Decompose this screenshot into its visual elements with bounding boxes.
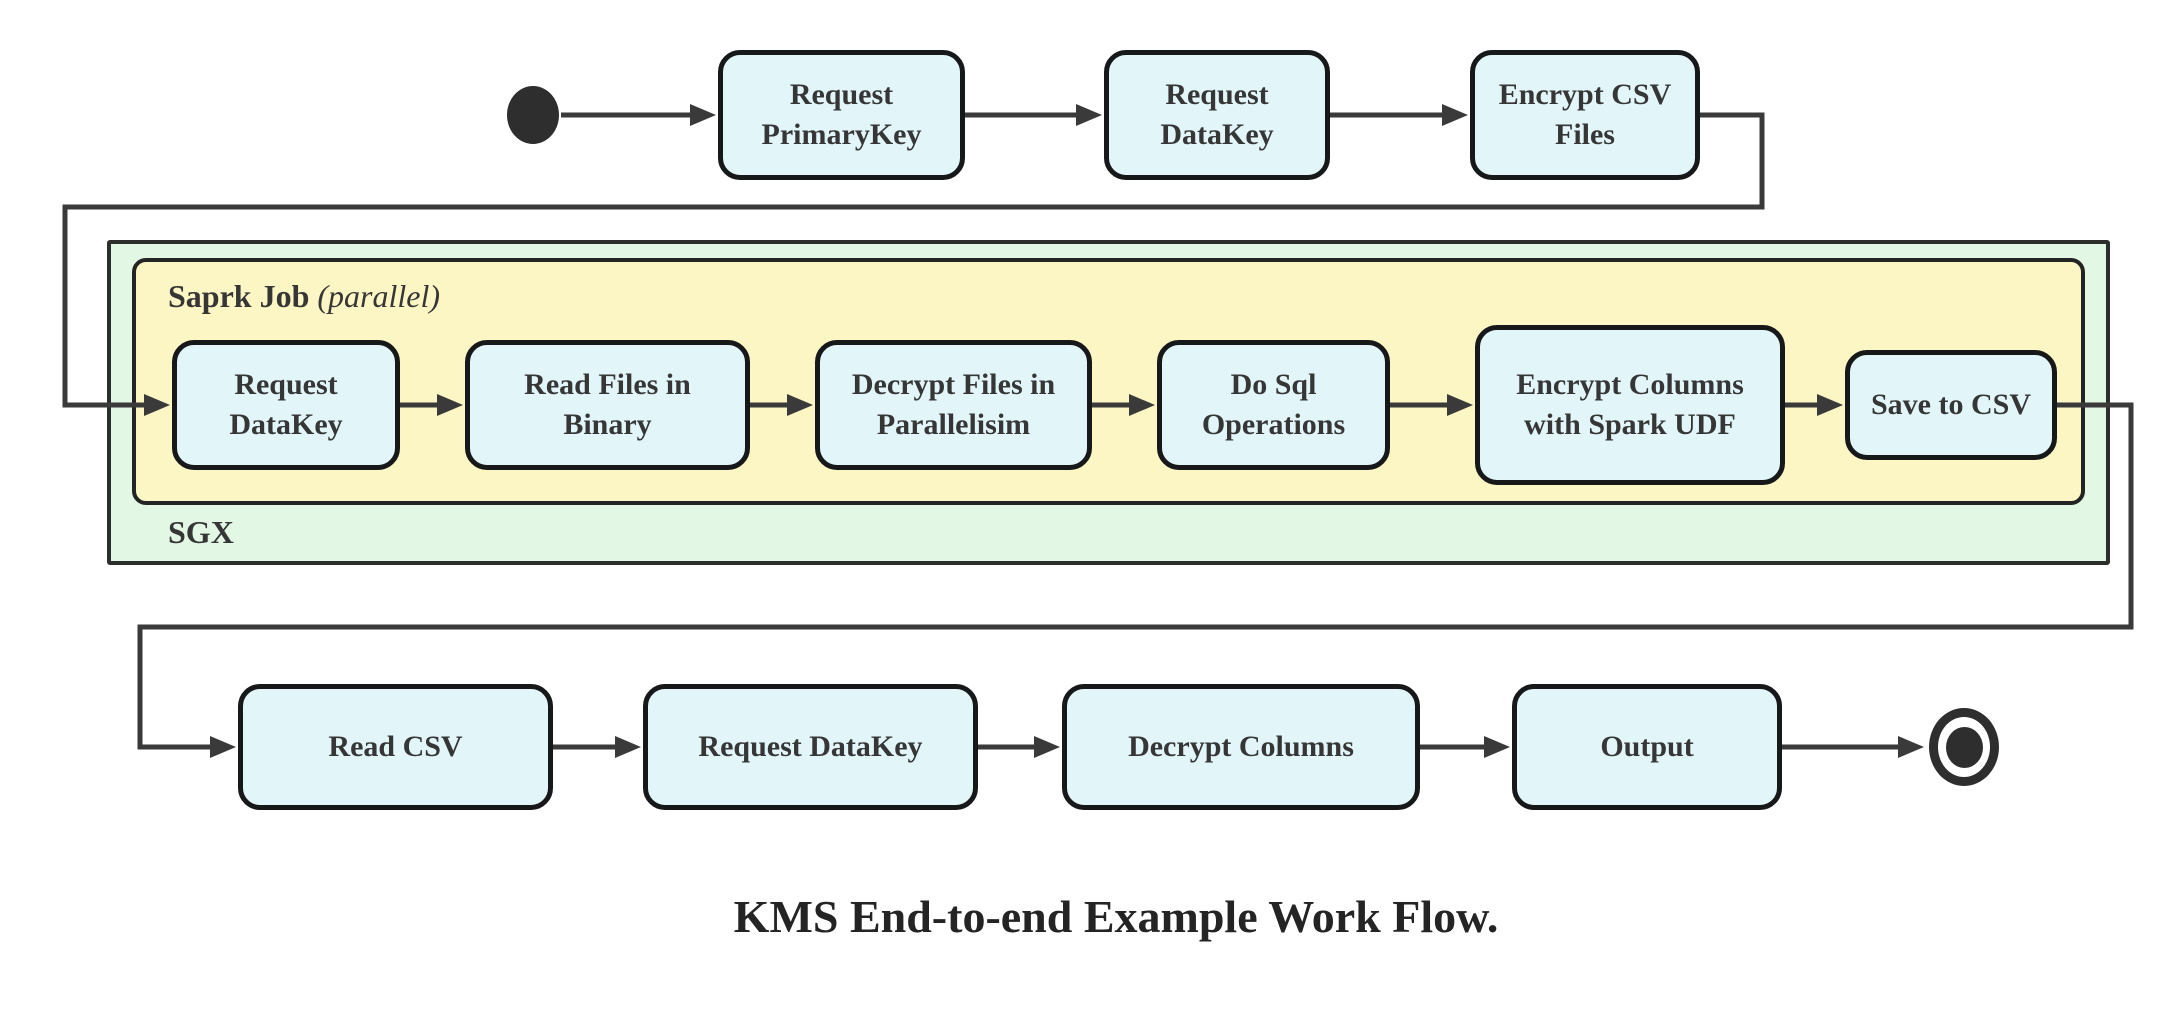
activity-label: Decrypt Columns xyxy=(1128,730,1354,764)
activity-label: Save to CSV xyxy=(1870,388,2031,422)
activity-label: Read CSV xyxy=(328,730,463,764)
activity-label: Request DataKey xyxy=(1160,78,1274,151)
end-node-dot xyxy=(1945,726,1983,768)
activity-request-datakey-bottom: Request DataKey xyxy=(643,684,978,810)
spark-job-label: Saprk Job (parallel) xyxy=(168,278,440,315)
activity-encrypt-csv-files: Encrypt CSV Files xyxy=(1470,50,1700,180)
activity-save-to-csv: Save to CSV xyxy=(1845,350,2057,460)
activity-label: Encrypt Columns with Spark UDF xyxy=(1516,368,1744,441)
activity-label: Request PrimaryKey xyxy=(761,78,922,151)
activity-label: Do Sql Operations xyxy=(1201,368,1346,441)
activity-request-datakey-top: Request DataKey xyxy=(1104,50,1330,180)
activity-label: Request DataKey xyxy=(698,730,923,764)
activity-label: Encrypt CSV Files xyxy=(1498,78,1672,151)
spark-job-label-italic: (parallel) xyxy=(317,278,441,314)
end-node xyxy=(1929,708,1999,786)
activity-decrypt-columns: Decrypt Columns xyxy=(1062,684,1420,810)
activity-encrypt-columns-spark-udf: Encrypt Columns with Spark UDF xyxy=(1475,325,1785,485)
diagram-caption: KMS End-to-end Example Work Flow. xyxy=(733,891,1499,942)
activity-label: Output xyxy=(1600,730,1694,764)
activity-label: Request DataKey xyxy=(229,368,343,441)
spark-job-label-bold: Saprk Job xyxy=(168,278,310,314)
activity-read-files-in-binary: Read Files in Binary xyxy=(465,340,750,470)
activity-request-datakey-sgx: Request DataKey xyxy=(172,340,400,470)
activity-decrypt-files-in-parallelisim: Decrypt Files in Parallelisim xyxy=(815,340,1092,470)
activity-request-primarykey: Request PrimaryKey xyxy=(718,50,965,180)
sgx-label: SGX xyxy=(168,514,234,550)
activity-do-sql-operations: Do Sql Operations xyxy=(1157,340,1390,470)
activity-label: Decrypt Files in Parallelisim xyxy=(851,368,1056,441)
activity-read-csv: Read CSV xyxy=(238,684,553,810)
activity-output: Output xyxy=(1512,684,1782,810)
start-node xyxy=(507,86,559,144)
activity-label: Read Files in Binary xyxy=(524,368,691,441)
